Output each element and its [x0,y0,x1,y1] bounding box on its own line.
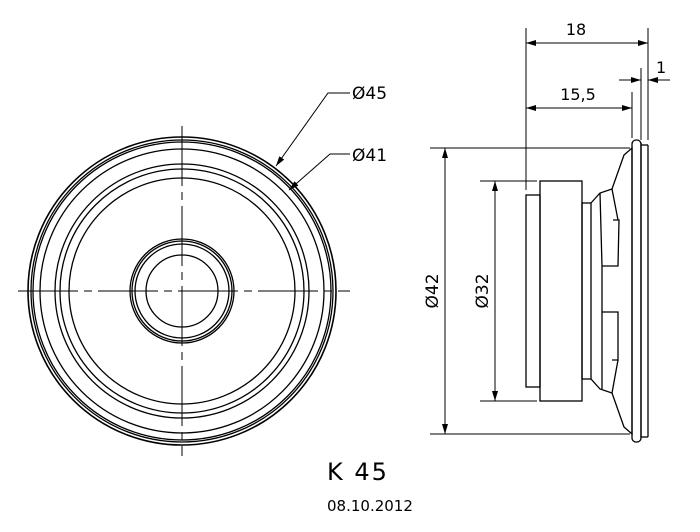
dim-magnet-diameter: Ø32 [473,273,493,308]
model-label: K 45 [327,458,389,486]
center-lines [18,126,350,456]
dim-inner-diameter: Ø41 [352,146,387,166]
side-view [525,139,649,443]
dimension-lines [430,28,670,435]
dim-flange-height: Ø42 [423,273,443,308]
dim-body-depth: 15,5 [560,85,596,104]
front-view [18,92,350,456]
dim-flange-thickness: 1 [656,58,666,77]
dim-outer-diameter: Ø45 [352,84,387,104]
date-label: 08.10.2012 [327,497,413,515]
dim-total-depth: 18 [566,20,586,39]
